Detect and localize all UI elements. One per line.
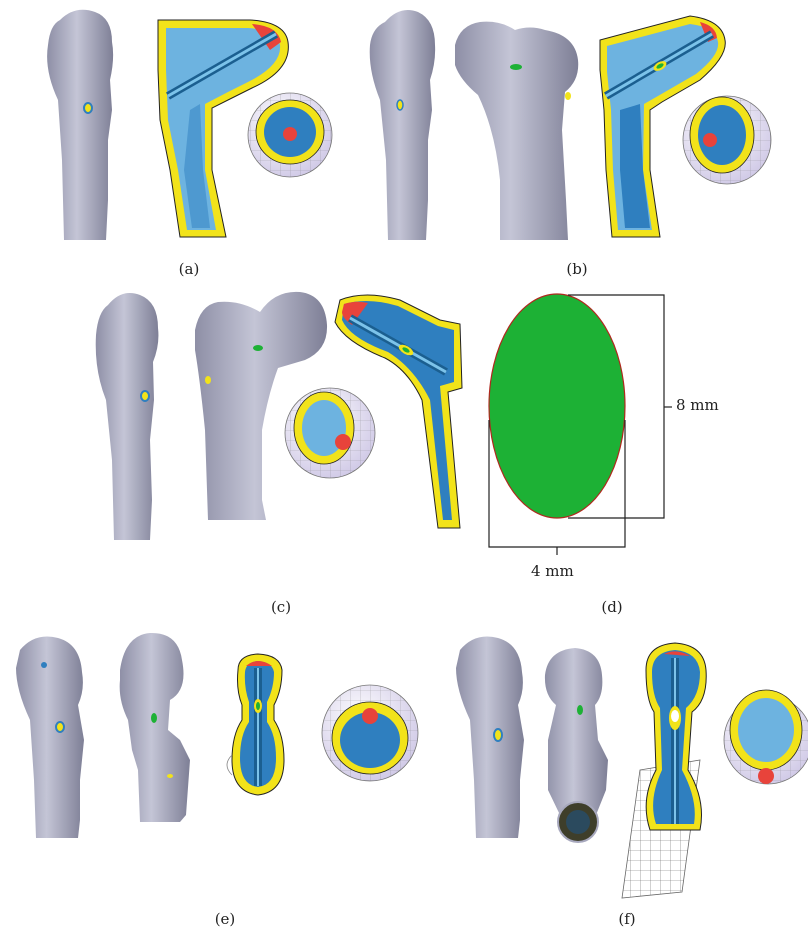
lesion-dot-c — [335, 434, 351, 450]
marker-f1 — [494, 729, 502, 741]
marker-b2 — [510, 64, 522, 70]
marker-e0 — [41, 662, 47, 668]
marker-c1 — [141, 391, 149, 401]
lesion-dot-e — [362, 708, 378, 724]
head-section-medullary-f — [738, 698, 794, 762]
lesion-dot-b — [703, 133, 717, 147]
femur-model-a — [47, 10, 113, 240]
marker-c2 — [253, 345, 263, 351]
femur-model-f2 — [545, 648, 608, 815]
caption-b: (b) — [566, 260, 587, 278]
femur-model-e1 — [16, 637, 84, 839]
femur-model-c1 — [96, 293, 159, 540]
height-dimension-label: 8 mm — [676, 396, 719, 414]
width-dimension-label: 4 mm — [531, 562, 574, 580]
caption-e: (e) — [215, 910, 236, 928]
marker-e1 — [56, 722, 64, 732]
marker-b1 — [397, 100, 403, 110]
screw-core-e — [257, 668, 259, 786]
marker-b3 — [565, 92, 571, 100]
panel-f — [456, 637, 808, 899]
marker-e3 — [167, 774, 173, 778]
panel-b — [370, 10, 771, 240]
marker-c3 — [205, 376, 211, 384]
femur-model-b2 — [455, 22, 578, 240]
panel-a — [47, 10, 332, 240]
inner-marker-core-e — [256, 702, 260, 710]
lesion-dot-f — [758, 768, 774, 784]
panel-e — [16, 633, 418, 838]
screw-core-f — [674, 658, 676, 824]
inner-marker-core-f — [671, 710, 679, 722]
ellipse-defect — [489, 294, 625, 518]
marker-e2 — [151, 713, 157, 723]
marker-a — [84, 103, 92, 113]
caption-f: (f) — [618, 910, 635, 928]
panel-c — [96, 292, 462, 540]
lesion-dot-a — [283, 127, 297, 141]
caption-a: (a) — [179, 260, 200, 278]
caption-d: (d) — [601, 598, 622, 616]
femur-model-f1 — [456, 637, 524, 839]
marker-f2 — [577, 705, 583, 715]
femur-model-e2 — [120, 633, 190, 822]
mesh-edge-e — [227, 755, 232, 775]
caption-c: (c) — [271, 598, 291, 616]
femur-model-b1 — [370, 10, 435, 240]
panel-d — [489, 294, 672, 555]
shaft-end-inner-f — [566, 810, 590, 834]
